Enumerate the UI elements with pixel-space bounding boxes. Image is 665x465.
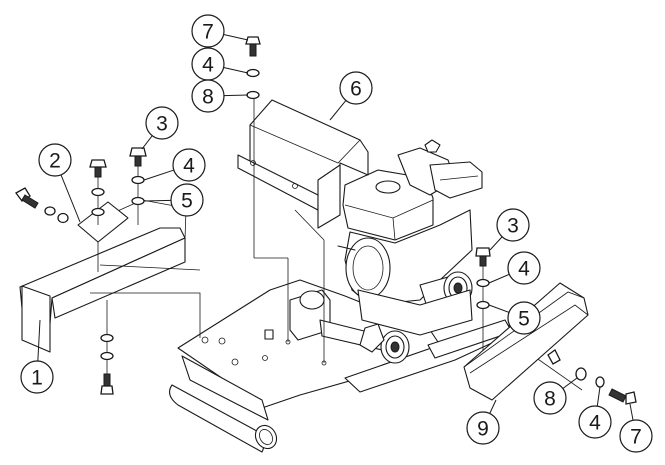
callout-c4-top: 4 — [191, 47, 249, 81]
leader-line — [489, 236, 503, 251]
leader-line — [488, 273, 510, 284]
hardware — [15, 36, 637, 405]
callout-number: 7 — [630, 426, 642, 449]
callout-number: 5 — [181, 190, 193, 213]
callout-number: 6 — [350, 78, 362, 101]
engine — [337, 139, 483, 336]
callout-c4-right: 4 — [488, 251, 541, 285]
callout-circle — [496, 208, 530, 242]
leader-line — [143, 199, 172, 202]
callout-c4-bottom: 4 — [578, 386, 612, 439]
callout-c2: 2 — [38, 143, 81, 223]
callout-circle — [578, 405, 612, 439]
callout-circle — [20, 360, 54, 394]
callout-number: 3 — [507, 215, 519, 238]
callout-c6: 6 — [329, 71, 373, 121]
callout-number: 2 — [49, 150, 61, 173]
leader-line — [223, 34, 249, 41]
callout-c1: 1 — [20, 319, 54, 394]
callout-circle — [191, 79, 225, 113]
belt-guard — [237, 99, 369, 229]
callout-circle — [533, 381, 567, 415]
leader-line — [596, 386, 601, 407]
leader-line — [37, 319, 41, 362]
callout-c7-top: 7 — [191, 14, 249, 48]
callout-circle — [507, 301, 541, 335]
leader-line — [562, 377, 578, 389]
callout-c3-left: 3 — [141, 106, 179, 150]
callout-circle — [466, 411, 500, 445]
callout-circle — [619, 419, 653, 453]
callout-number: 8 — [202, 86, 214, 109]
bolt-top — [245, 36, 261, 57]
callout-c5-right: 5 — [488, 301, 541, 335]
callout-c8-bottom: 8 — [533, 377, 578, 415]
leader-line — [488, 304, 510, 313]
callout-c7-bottom: 7 — [619, 403, 653, 453]
callout-c9: 9 — [466, 399, 500, 445]
leader-line — [223, 94, 249, 97]
callout-circle — [38, 143, 72, 177]
callout-number: 4 — [183, 155, 195, 178]
callout-number: 8 — [544, 388, 556, 411]
callout-number: 4 — [202, 54, 214, 77]
callout-c5-left: 5 — [143, 183, 204, 217]
callout-number: 5 — [518, 308, 530, 331]
callout-number: 4 — [589, 412, 601, 435]
callout-circle — [339, 71, 373, 105]
callout-number: 3 — [156, 113, 168, 136]
callout-circle — [507, 251, 541, 285]
leader-line — [223, 67, 249, 74]
leader-line — [329, 100, 347, 121]
flat-washer-top — [246, 90, 260, 100]
callout-number: 7 — [202, 21, 214, 44]
callout-c3-right: 3 — [489, 208, 530, 251]
callout-number: 4 — [518, 258, 530, 281]
leader-line — [629, 403, 634, 421]
callout-c4-left: 4 — [143, 148, 206, 182]
callout-number: 9 — [477, 418, 489, 441]
callout-circle — [170, 183, 204, 217]
callout-circle — [191, 14, 225, 48]
callout-circle — [172, 148, 206, 182]
leader-line — [60, 174, 81, 223]
lock-washer-top — [246, 68, 260, 78]
callout-number: 1 — [31, 367, 43, 390]
leader-line — [141, 135, 153, 150]
left-guard — [19, 199, 201, 353]
leader-line — [489, 399, 497, 414]
callout-c8-top: 8 — [191, 79, 249, 113]
callout-circle — [145, 106, 179, 140]
leader-line — [143, 169, 174, 181]
